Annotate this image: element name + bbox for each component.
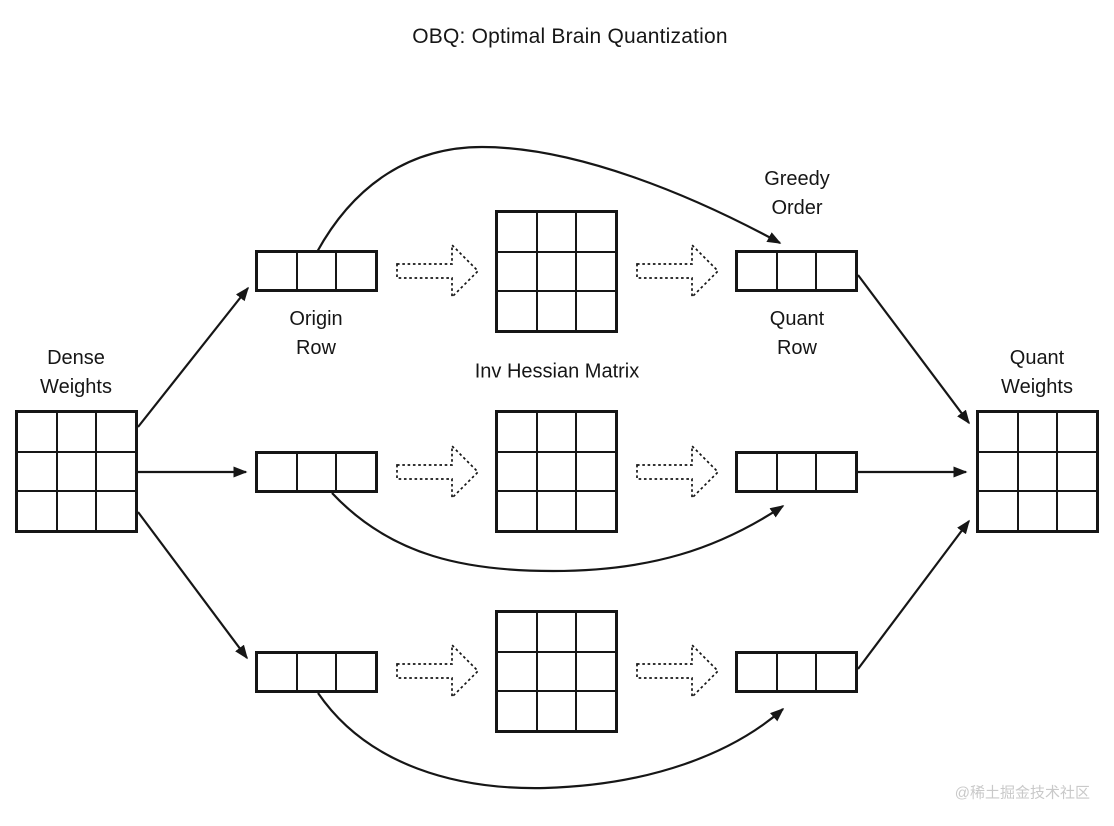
- matrix-cell: [576, 251, 616, 292]
- matrix-cell: [96, 491, 136, 531]
- inv-hessian-label: Inv Hessian Matrix: [474, 360, 640, 383]
- quant-row-vector-2: [735, 451, 858, 493]
- matrix-cell: [776, 252, 817, 290]
- matrix-cell: [17, 451, 57, 492]
- dotted-block-arrow-row2-right: [636, 443, 720, 501]
- matrix-cell: [978, 451, 1018, 492]
- arrow-quant-row3-to-quant-weights: [857, 519, 970, 670]
- matrix-cell: [536, 212, 577, 252]
- dense-weights-matrix: [15, 410, 138, 533]
- matrix-cell: [96, 451, 136, 492]
- curve-origin-row3-to-quant-row3: [317, 692, 785, 790]
- matrix-cell: [816, 252, 856, 290]
- matrix-cell: [536, 691, 577, 731]
- matrix-cell: [776, 653, 817, 691]
- matrix-cell: [536, 291, 577, 331]
- dotted-block-arrow-row1-left: [396, 242, 480, 300]
- matrix-cell: [536, 251, 577, 292]
- matrix-cell: [497, 651, 537, 692]
- dense-weights-label: Dense Weights: [40, 347, 112, 398]
- quant-row-vector-3: [735, 651, 858, 693]
- matrix-cell: [497, 612, 537, 652]
- matrix-cell: [536, 412, 577, 452]
- matrix-cell: [497, 251, 537, 292]
- matrix-cell: [737, 453, 777, 491]
- page-title: OBQ: Optimal Brain Quantization: [412, 25, 728, 48]
- dotted-block-arrow-row3-left: [396, 642, 480, 700]
- dotted-block-arrow-row2-left: [396, 443, 480, 501]
- matrix-cell: [56, 412, 97, 452]
- matrix-cell: [737, 252, 777, 290]
- matrix-cell: [257, 252, 297, 290]
- matrix-cell: [536, 651, 577, 692]
- matrix-cell: [497, 451, 537, 492]
- matrix-cell: [296, 252, 337, 290]
- matrix-cell: [497, 412, 537, 452]
- matrix-cell: [1017, 491, 1058, 531]
- curve-origin-row1-to-quant-row1-greedy: [316, 145, 782, 253]
- matrix-cell: [56, 451, 97, 492]
- matrix-cell: [576, 612, 616, 652]
- inv-hessian-matrix-1: [495, 210, 618, 333]
- arrow-dense-to-origin-row3: [137, 511, 248, 660]
- origin-row-label: Origin Row: [289, 308, 343, 359]
- arrow-dense-to-origin-row1: [137, 286, 249, 428]
- matrix-cell: [336, 653, 376, 691]
- matrix-cell: [257, 453, 297, 491]
- arrow-quant-row1-to-quant-weights: [857, 274, 970, 425]
- matrix-cell: [576, 291, 616, 331]
- dotted-block-arrow-row1-right: [636, 242, 720, 300]
- watermark-text: @稀土掘金技术社区: [954, 784, 1090, 802]
- greedy-order-label: Greedy Order: [764, 168, 830, 219]
- curve-origin-row2-to-quant-row2: [331, 492, 785, 573]
- matrix-cell: [776, 453, 817, 491]
- matrix-cell: [1057, 451, 1097, 492]
- matrix-cell: [497, 212, 537, 252]
- matrix-cell: [497, 491, 537, 531]
- matrix-cell: [536, 491, 577, 531]
- quant-weights-label: Quant Weights: [1001, 347, 1073, 398]
- matrix-cell: [1057, 491, 1097, 531]
- matrix-cell: [257, 653, 297, 691]
- matrix-cell: [816, 453, 856, 491]
- matrix-cell: [96, 412, 136, 452]
- dotted-block-arrow-row3-right: [636, 642, 720, 700]
- matrix-cell: [296, 453, 337, 491]
- matrix-cell: [536, 612, 577, 652]
- inv-hessian-matrix-2: [495, 410, 618, 533]
- quant-row-label: Quant Row: [769, 308, 825, 359]
- quant-row-vector-1: [735, 250, 858, 292]
- matrix-cell: [17, 412, 57, 452]
- matrix-cell: [978, 412, 1018, 452]
- matrix-cell: [816, 653, 856, 691]
- matrix-cell: [56, 491, 97, 531]
- matrix-cell: [576, 651, 616, 692]
- matrix-cell: [536, 451, 577, 492]
- origin-row-vector-1: [255, 250, 378, 292]
- matrix-cell: [336, 252, 376, 290]
- matrix-cell: [576, 691, 616, 731]
- matrix-cell: [737, 653, 777, 691]
- matrix-cell: [1017, 451, 1058, 492]
- matrix-cell: [576, 412, 616, 452]
- matrix-cell: [576, 212, 616, 252]
- origin-row-vector-2: [255, 451, 378, 493]
- matrix-cell: [978, 491, 1018, 531]
- matrix-cell: [497, 691, 537, 731]
- origin-row-vector-3: [255, 651, 378, 693]
- matrix-cell: [1057, 412, 1097, 452]
- matrix-cell: [497, 291, 537, 331]
- matrix-cell: [296, 653, 337, 691]
- matrix-cell: [1017, 412, 1058, 452]
- matrix-cell: [336, 453, 376, 491]
- matrix-cell: [17, 491, 57, 531]
- inv-hessian-matrix-3: [495, 610, 618, 733]
- matrix-cell: [576, 491, 616, 531]
- quant-weights-matrix: [976, 410, 1099, 533]
- matrix-cell: [576, 451, 616, 492]
